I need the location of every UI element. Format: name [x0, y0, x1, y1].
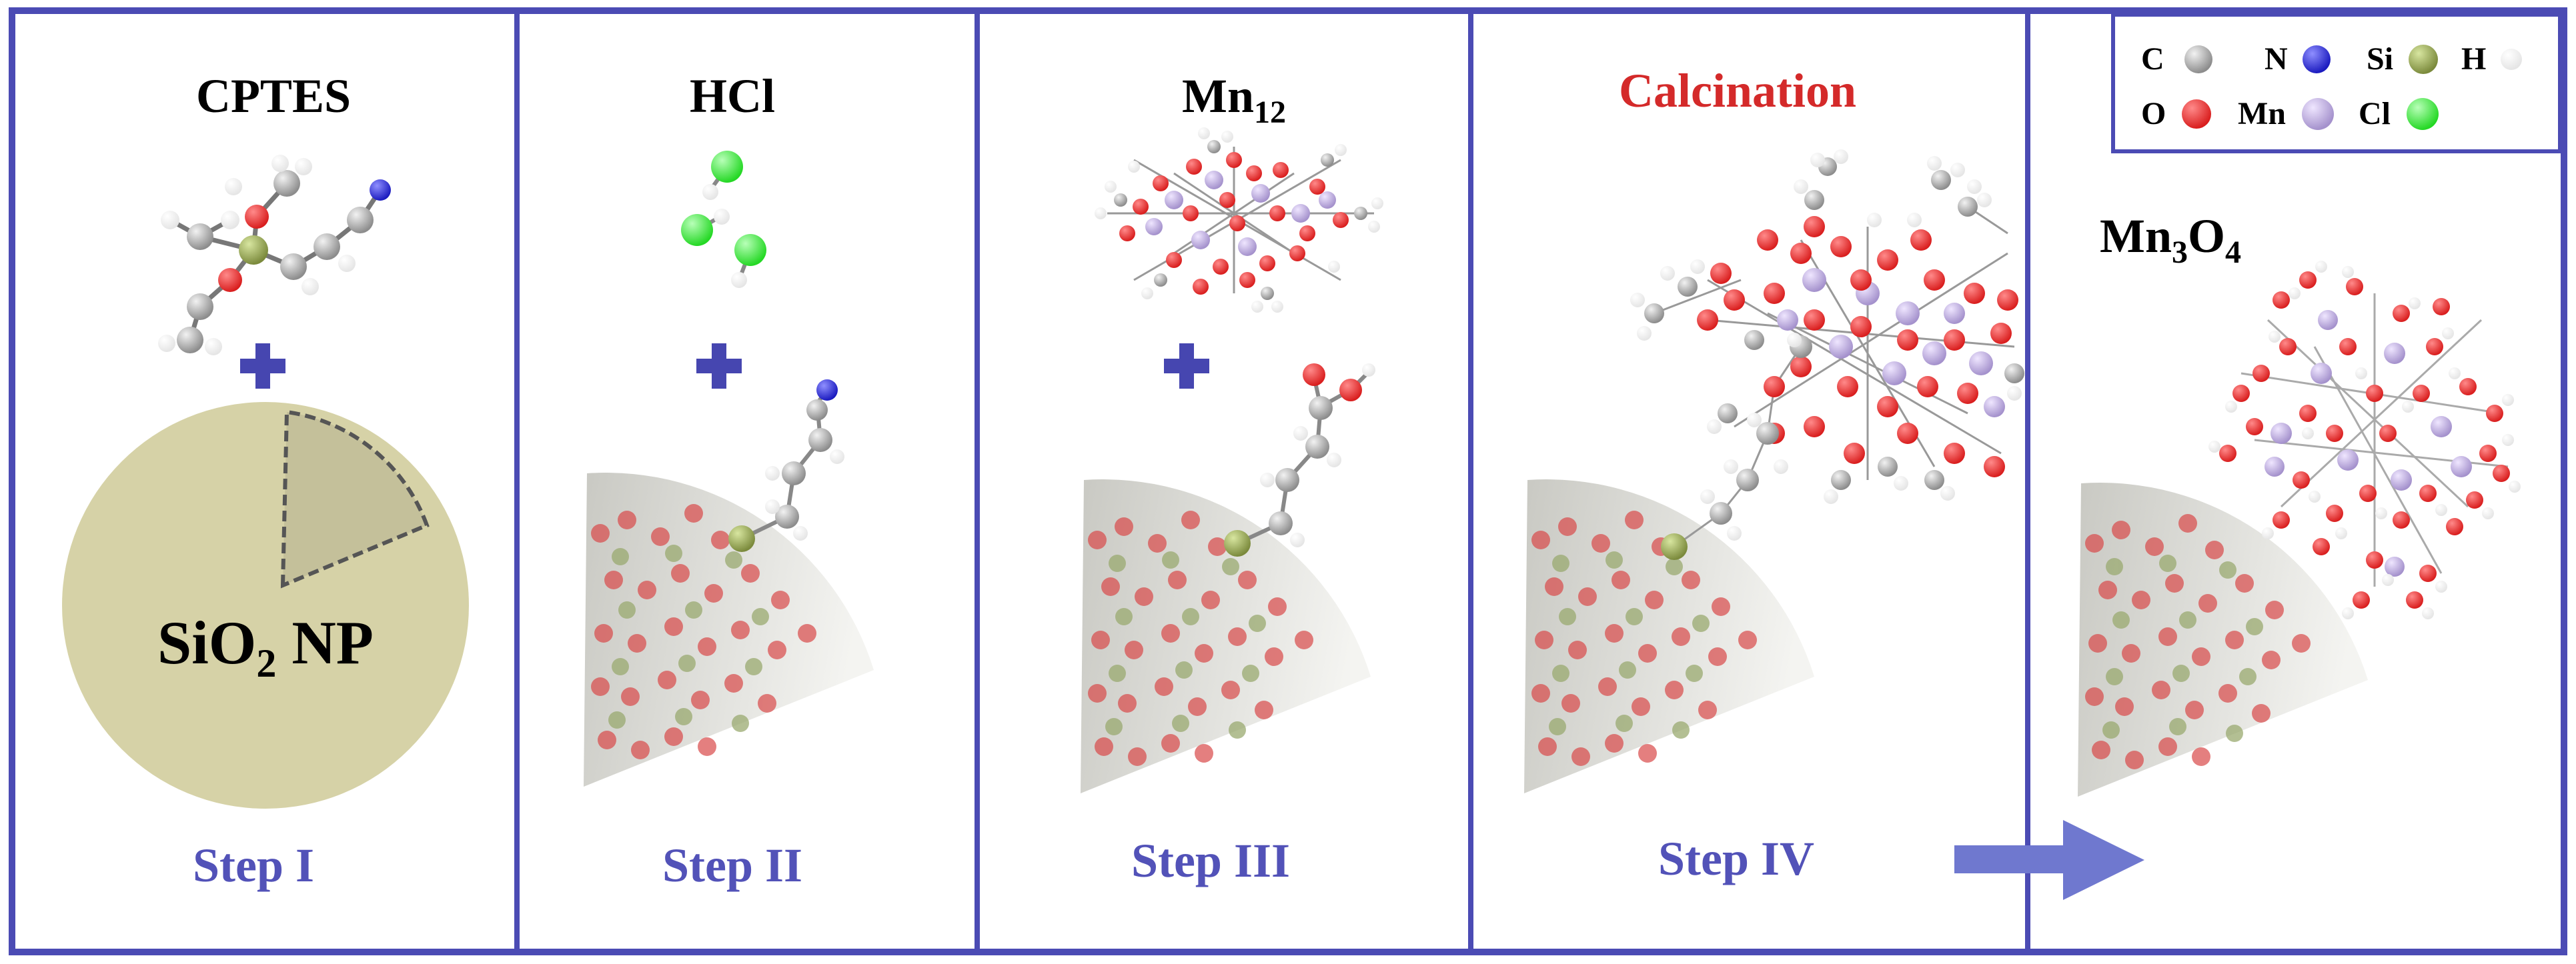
- reagent-title-mn12: Mn12: [1182, 69, 1286, 130]
- atom-legend: C N Si H O Mn Cl: [2141, 41, 2522, 131]
- calcination-title: Calcination: [1619, 64, 1856, 117]
- plus-icon: [1164, 343, 1209, 389]
- plus-icon: [240, 343, 285, 389]
- step-label-3: Step III: [1131, 834, 1290, 887]
- legend-label-n: N: [2265, 41, 2288, 77]
- cptes-atoms: [158, 155, 391, 355]
- reagent-title-cptes: CPTES: [196, 69, 351, 123]
- silica-slab-3: [1081, 479, 1371, 793]
- legend-label-h: H: [2461, 41, 2486, 77]
- panel-step-1: CPTES SiO2 NP Ste: [62, 69, 469, 892]
- manganese-atom-icon: [2302, 98, 2334, 130]
- grafted-carboxyl: [1224, 363, 1375, 557]
- legend-box: [2111, 13, 2562, 153]
- nitrogen-atom-icon: [2303, 45, 2331, 73]
- step-label-2: Step II: [662, 839, 802, 892]
- outer-frame: [9, 7, 2567, 955]
- mn12-cluster: [1095, 127, 1383, 313]
- legend-label-mn: Mn: [2238, 96, 2286, 131]
- chlorine-atom-icon: [2407, 98, 2439, 130]
- nanoparticle-label: SiO2 NP: [157, 609, 374, 685]
- legend-label-cl: Cl: [2359, 96, 2391, 131]
- hydrogen-atom-icon: [2501, 49, 2522, 70]
- silica-slab-4: [1524, 479, 1814, 793]
- panel-step-3: Mn12: [1081, 69, 1383, 887]
- grafted-cyanopropyl: [728, 379, 844, 552]
- hcl-molecules: [681, 151, 766, 288]
- silica-slab-5: [2078, 483, 2368, 797]
- legend-label-o: O: [2141, 96, 2166, 131]
- reagent-title-hcl: HCl: [690, 69, 775, 123]
- mn3o4-cluster: [2208, 261, 2521, 619]
- panel-step-5: C N Si H O Mn Cl Mn3O4: [2078, 13, 2562, 797]
- product-title-mn3o4: Mn3O4: [2100, 209, 2241, 270]
- oxygen-atom-icon: [2182, 99, 2211, 129]
- silicon-atom-icon: [2409, 45, 2438, 74]
- plus-icon: [696, 343, 742, 389]
- step-label-4: Step IV: [1658, 832, 1814, 885]
- legend-label-c: C: [2141, 41, 2164, 77]
- panel-step-2: HCl: [584, 69, 874, 892]
- anchored-mn12-complex: [1630, 149, 2024, 560]
- carbon-atom-icon: [2184, 45, 2212, 73]
- sio2-nanoparticle: SiO2 NP: [62, 402, 469, 809]
- legend-label-si: Si: [2367, 41, 2393, 77]
- silica-slab-2: [584, 473, 874, 787]
- process-arrow: [1954, 820, 2144, 900]
- step-label-1: Step I: [193, 839, 314, 892]
- panel-step-4: Calcination: [1524, 64, 2024, 885]
